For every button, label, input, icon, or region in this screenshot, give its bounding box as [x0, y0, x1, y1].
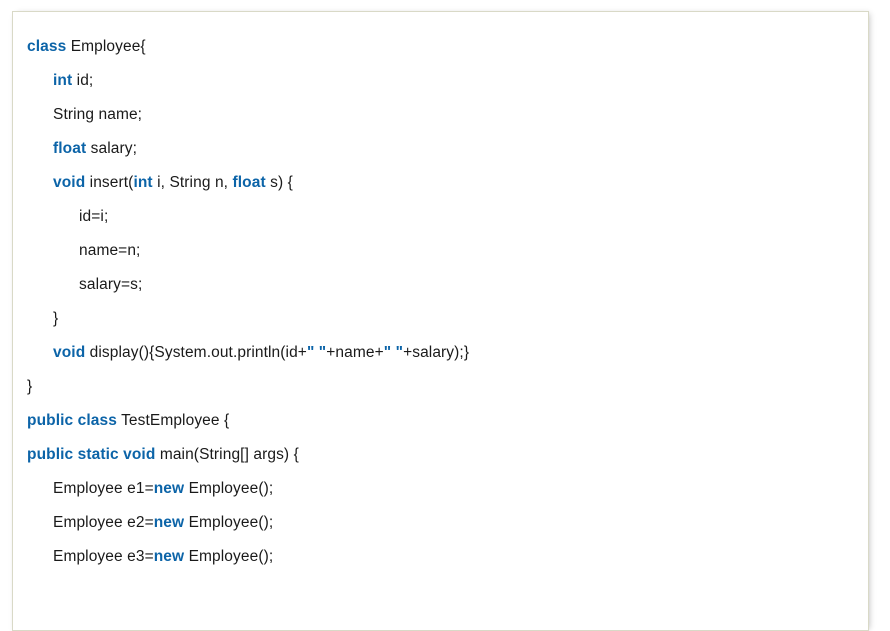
code-text: +name+	[326, 344, 384, 361]
code-text: id;	[72, 72, 94, 89]
code-lines-container: class Employee{int id;String name;float …	[27, 30, 854, 574]
code-line: Employee e2=new Employee();	[27, 506, 854, 540]
code-text: Employee e2=	[53, 514, 154, 531]
code-line: void display(){System.out.println(id+" "…	[27, 336, 854, 370]
code-line: void insert(int i, String n, float s) {	[27, 166, 854, 200]
code-keyword: int	[53, 72, 73, 89]
code-text: salary;	[86, 140, 137, 157]
code-line: float salary;	[27, 132, 854, 166]
code-line: class Employee{	[27, 30, 854, 64]
code-line: Employee e3=new Employee();	[27, 540, 854, 574]
code-text: Employee e3=	[53, 548, 154, 565]
code-text: +salary);}	[403, 344, 470, 361]
code-text: insert(	[85, 174, 134, 191]
code-text: Employee();	[184, 514, 274, 531]
code-text: main(String[] args) {	[155, 446, 299, 463]
code-line: }	[27, 302, 854, 336]
code-keyword: public static void	[27, 446, 156, 463]
code-keyword: float	[232, 174, 266, 191]
code-keyword: void	[53, 174, 86, 191]
code-text: salary=s;	[79, 276, 143, 293]
code-keyword: float	[53, 140, 87, 157]
code-line: name=n;	[27, 234, 854, 268]
code-keyword: new	[153, 480, 185, 497]
code-keyword: new	[153, 514, 185, 531]
code-line: id=i;	[27, 200, 854, 234]
code-line: }	[27, 370, 854, 404]
code-keyword: int	[133, 174, 153, 191]
code-keyword: class	[27, 38, 67, 55]
code-line: public static void main(String[] args) {	[27, 438, 854, 472]
code-string-literal: " "	[306, 344, 327, 361]
code-text: display(){System.out.println(id+	[85, 344, 307, 361]
code-text: Employee e1=	[53, 480, 154, 497]
code-line: Employee e1=new Employee();	[27, 472, 854, 506]
code-keyword: public class	[27, 412, 117, 429]
code-keyword: void	[53, 344, 86, 361]
code-line: int id;	[27, 64, 854, 98]
code-text: name=n;	[79, 242, 141, 259]
code-line: public class TestEmployee {	[27, 404, 854, 438]
code-block[interactable]: class Employee{int id;String name;float …	[12, 11, 869, 631]
code-text: id=i;	[79, 208, 109, 225]
code-text: s) {	[265, 174, 293, 191]
code-line: salary=s;	[27, 268, 854, 302]
code-text: Employee();	[184, 548, 274, 565]
code-text: }	[53, 310, 59, 327]
code-line: String name;	[27, 98, 854, 132]
code-text: TestEmployee {	[116, 412, 230, 429]
code-text: i, String n,	[152, 174, 233, 191]
page-root: class Employee{int id;String name;float …	[12, 11, 869, 631]
code-string-literal: " "	[383, 344, 404, 361]
code-text: Employee();	[184, 480, 274, 497]
code-keyword: new	[153, 548, 185, 565]
code-text: String name;	[53, 106, 143, 123]
code-text: Employee{	[66, 38, 146, 55]
code-text: }	[27, 378, 33, 395]
